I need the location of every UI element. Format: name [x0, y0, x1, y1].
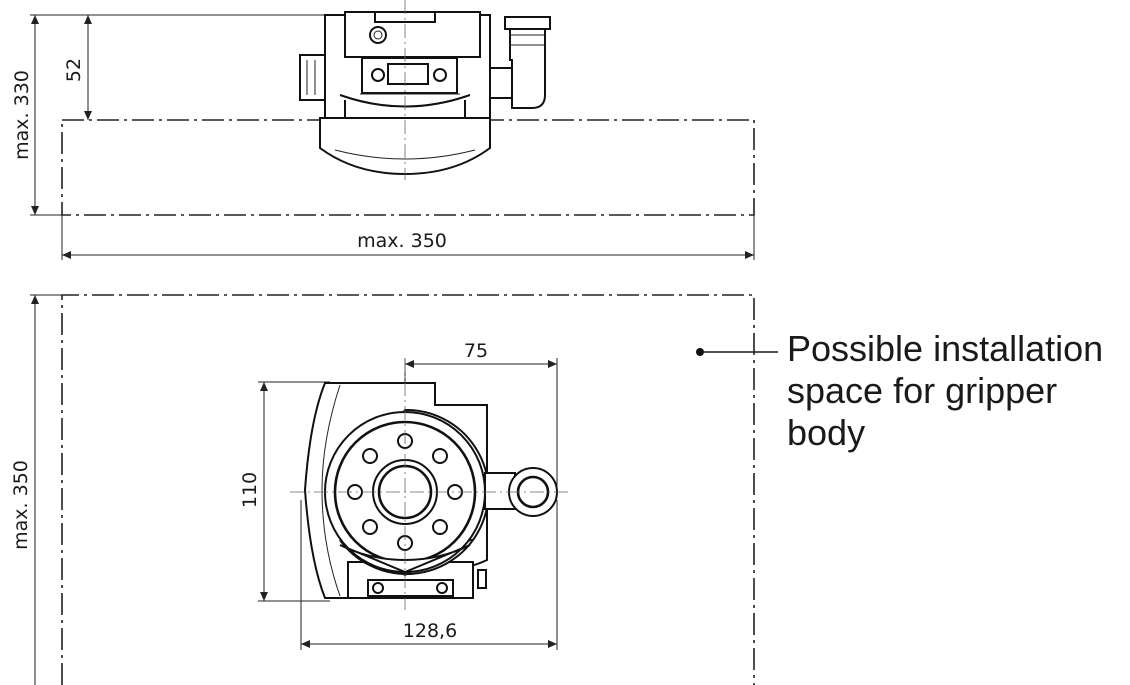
- callout: Possible installation space for gripper …: [696, 328, 1103, 453]
- dim-top-height: max. 330: [11, 70, 33, 160]
- dim-top-width: max. 350: [357, 230, 447, 252]
- callout-line-1: Possible installation: [787, 328, 1103, 369]
- dim-bolt-pitch: 75: [464, 340, 488, 362]
- dim-body-width: 128,6: [403, 620, 457, 642]
- top-view: max. 350 75 110 128,6: [10, 294, 755, 685]
- dim-top-offset: 52: [63, 58, 85, 82]
- side-view: max. 330 52 max. 350: [11, 0, 755, 260]
- dim-body-height: 110: [239, 472, 261, 508]
- gripper-top-view: [303, 382, 558, 599]
- installation-space-bottom: [61, 294, 755, 685]
- dim-bottom-height: max. 350: [10, 460, 32, 550]
- callout-line-2: space for gripper: [787, 370, 1057, 411]
- gripper-side-view: [299, 11, 551, 176]
- installation-space-top: [61, 119, 755, 216]
- callout-line-3: body: [787, 412, 865, 453]
